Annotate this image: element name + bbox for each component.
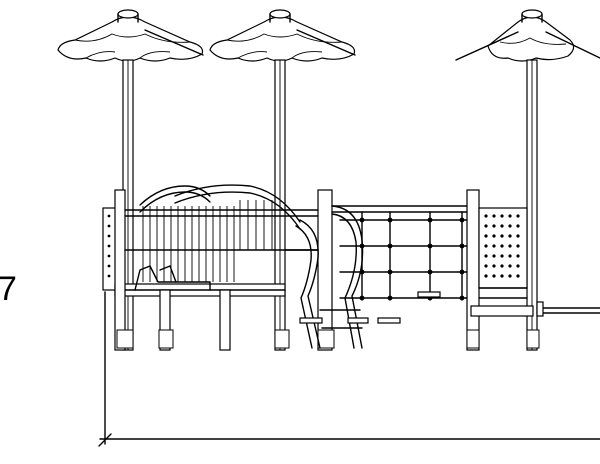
net-knot	[359, 269, 365, 275]
panel-hole	[107, 234, 111, 238]
panel-hole	[500, 274, 504, 278]
panel-hole	[484, 214, 488, 218]
panel-hole	[492, 224, 496, 228]
dimension-label: 7	[0, 270, 17, 308]
panel-hole	[484, 234, 488, 238]
panel-hole	[516, 244, 520, 248]
panel-hole	[484, 264, 488, 268]
net-knot	[459, 217, 465, 223]
panel-hole	[107, 214, 111, 218]
net-knot	[359, 295, 365, 301]
roof-canopy-left	[57, 9, 204, 62]
dimension-lines	[98, 291, 600, 447]
panel-hole	[107, 264, 111, 268]
panel-hole	[508, 224, 512, 228]
net-knot	[387, 269, 393, 275]
panel-hole	[500, 234, 504, 238]
panel-hole	[500, 254, 504, 258]
panel-hole	[516, 224, 520, 228]
net-knot	[427, 269, 433, 275]
net-knot	[387, 243, 393, 249]
panel-hole	[508, 254, 512, 258]
panel-hole	[516, 274, 520, 278]
panel-hole	[492, 234, 496, 238]
main-deck-structure	[114, 184, 540, 351]
roof-canopy-right	[455, 9, 600, 62]
net-knot	[459, 295, 465, 301]
panel-hole	[107, 274, 111, 278]
panel-hole	[508, 264, 512, 268]
right-extension-rail	[536, 301, 600, 317]
net-knot	[427, 217, 433, 223]
panel-hole	[484, 274, 488, 278]
panel-hole	[107, 254, 111, 258]
roof-canopy-middle	[209, 9, 356, 62]
panel-hole	[500, 214, 504, 218]
perforated-panel-right	[470, 207, 534, 317]
panel-hole	[508, 244, 512, 248]
net-knot	[387, 295, 393, 301]
panel-hole	[516, 264, 520, 268]
panel-hole	[484, 244, 488, 248]
net-knot	[359, 243, 365, 249]
panel-hole	[492, 254, 496, 258]
panel-hole	[492, 264, 496, 268]
net-knot	[359, 217, 365, 223]
net-knot	[427, 243, 433, 249]
curved-climber	[295, 205, 369, 349]
panel-hole	[107, 244, 111, 248]
net-knot	[459, 243, 465, 249]
panel-hole	[500, 224, 504, 228]
panel-hole	[516, 254, 520, 258]
panel-hole	[492, 274, 496, 278]
panel-hole	[508, 214, 512, 218]
panel-hole	[516, 234, 520, 238]
panel-hole	[500, 244, 504, 248]
panel-hole	[500, 264, 504, 268]
climbing-net	[331, 205, 468, 324]
panel-hole	[492, 244, 496, 248]
panel-hole	[107, 224, 111, 228]
panel-hole	[516, 214, 520, 218]
panel-hole	[492, 214, 496, 218]
net-knot	[459, 269, 465, 275]
panel-hole	[484, 224, 488, 228]
panel-hole	[508, 274, 512, 278]
panel-hole	[484, 254, 488, 258]
net-knot	[387, 217, 393, 223]
panel-hole	[508, 234, 512, 238]
